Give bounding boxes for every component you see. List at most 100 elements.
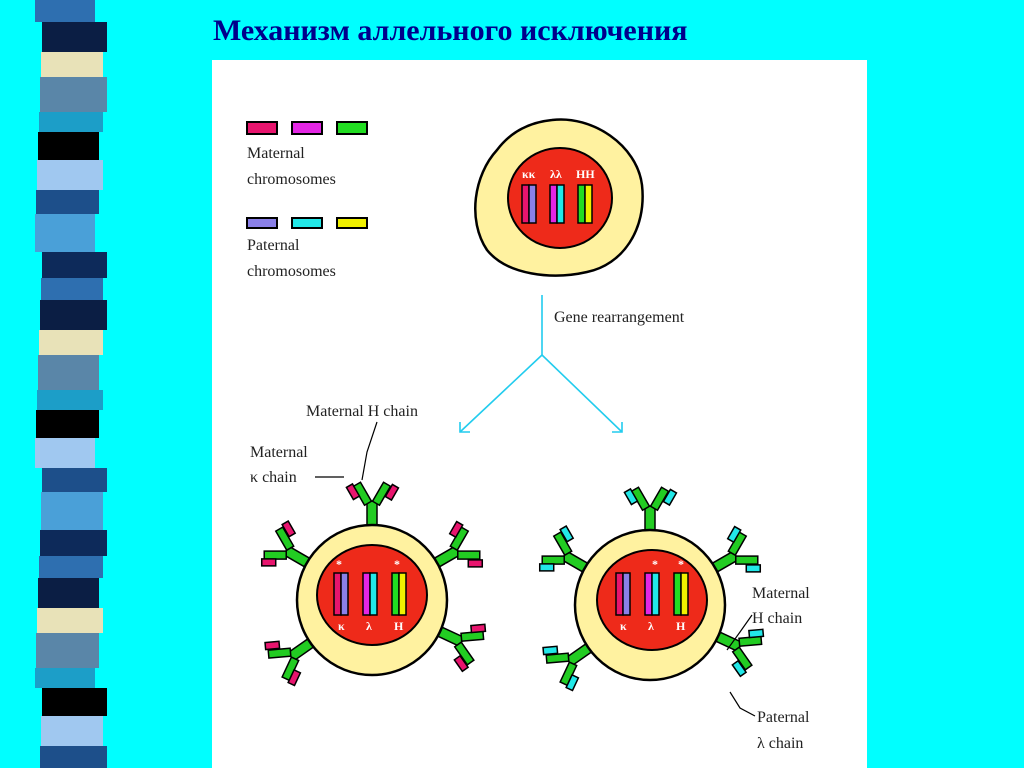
callout-right-lambda-leader: [729, 691, 756, 717]
strip-band: [42, 688, 107, 716]
legend-maternal-swatch-2: [291, 121, 323, 135]
callout-right-paternal: Paternal: [757, 709, 810, 726]
bottom-right-antibody: [623, 486, 678, 533]
figure-panel: Maternal chromosomes Paternal chromosome…: [212, 60, 867, 768]
top-chromosome-lambda-maternal: [549, 184, 558, 224]
strip-band: [35, 0, 95, 22]
callout-maternal-h-chain: Maternal H chain: [306, 403, 418, 420]
top-cell: κκ λλ HH: [474, 118, 644, 277]
bl-chr-lambda-paternal: [369, 572, 378, 616]
bl-chr-kappa-paternal: [340, 572, 349, 616]
legend-maternal-swatch-3: [336, 121, 368, 135]
top-chromosome-kappa-maternal: [521, 184, 530, 224]
legend-paternal-swatch-2: [291, 217, 323, 229]
strip-band: [41, 52, 103, 77]
bottom-right-antibody: [713, 628, 765, 678]
strip-band: [35, 438, 95, 468]
callout-right-maternal: Maternal: [752, 585, 810, 602]
rearrangement-label: Gene rearrangement: [554, 309, 685, 326]
strip-band: [40, 746, 107, 768]
top-chromosome-lambda-paternal: [556, 184, 565, 224]
bottom-right-marker-2: *: [678, 557, 684, 571]
bottom-left-antibody: [345, 481, 400, 528]
bottom-left-antibodies: [260, 481, 487, 687]
bottom-right-antibodies: [538, 486, 765, 692]
top-chromosome-heavy-maternal: [577, 184, 586, 224]
strip-bands: [35, 0, 107, 768]
bottom-right-cell: * * κ λ H: [538, 486, 765, 692]
strip-band: [39, 556, 103, 578]
callout-kappa-chain-label: κ chain: [250, 469, 297, 486]
legend-maternal-swatch-1: [246, 121, 278, 135]
strip-band: [42, 252, 107, 278]
bottom-left-antibody: [264, 636, 317, 687]
bl-chr-heavy-maternal: [391, 572, 400, 616]
bottom-right-marker-1: *: [652, 557, 658, 571]
bottom-right-label-kappa: κ: [620, 619, 627, 633]
decorative-strip: [0, 0, 120, 768]
strip-band: [38, 578, 99, 608]
strip-band: [41, 492, 103, 530]
br-chr-kappa-paternal: [622, 572, 631, 616]
strip-band: [41, 278, 103, 300]
bottom-left-antibody: [260, 520, 313, 569]
top-label-heavy: HH: [576, 167, 595, 181]
bottom-left-label-kappa: κ: [338, 619, 345, 633]
bottom-left-antibody: [435, 623, 487, 673]
strip-band: [40, 530, 107, 556]
strip-band: [41, 716, 103, 746]
callout-right-h-chain: H chain: [752, 610, 802, 627]
strip-band: [40, 77, 107, 112]
br-chr-lambda-maternal: [644, 572, 653, 616]
strip-band: [37, 160, 103, 190]
strip-band: [42, 468, 107, 492]
strip-band: [37, 390, 103, 410]
bottom-right-label-heavy: H: [676, 619, 686, 633]
callout-right-lambda-chain: λ chain: [757, 735, 803, 752]
top-label-lambda: λλ: [550, 167, 562, 181]
strip-band: [42, 22, 107, 52]
bottom-right-antibody: [538, 525, 591, 574]
legend-paternal-label-2: chromosomes: [247, 263, 336, 280]
bottom-left-marker-1: *: [336, 557, 342, 571]
legend-paternal-swatch-3: [336, 217, 368, 229]
legend-paternal-swatch-1: [246, 217, 278, 229]
top-label-kappa: κκ: [522, 167, 536, 181]
legend-maternal-label-2: chromosomes: [247, 171, 336, 188]
strip-band: [36, 190, 99, 214]
strip-band: [40, 300, 107, 330]
strip-band: [39, 112, 103, 132]
br-chr-heavy-maternal: [673, 572, 682, 616]
br-chr-lambda-paternal: [651, 572, 660, 616]
legend: Maternal chromosomes Paternal chromosome…: [246, 121, 368, 280]
strip-band: [38, 355, 99, 390]
bl-chr-lambda-maternal: [362, 572, 371, 616]
strip-band: [39, 330, 103, 355]
bottom-left-cell: * * κ λ H: [260, 481, 487, 687]
allelic-exclusion-diagram: Maternal chromosomes Paternal chromosome…: [246, 118, 810, 752]
strip-band: [35, 214, 95, 252]
rearrangement-arrow: [459, 295, 623, 433]
top-chromosome-kappa-paternal: [528, 184, 537, 224]
callout-right-h-leader: [726, 614, 753, 651]
callout-maternal-label: Maternal: [250, 444, 308, 461]
bottom-left-marker-2: *: [394, 557, 400, 571]
callout-h-leader: [361, 421, 378, 481]
strip-band: [37, 608, 103, 633]
bottom-left-label-heavy: H: [394, 619, 404, 633]
br-chr-heavy-paternal: [680, 572, 689, 616]
legend-maternal-label-1: Maternal: [247, 145, 305, 162]
bl-chr-heavy-paternal: [398, 572, 407, 616]
bottom-left-label-lambda: λ: [366, 619, 372, 633]
slide-title: Механизм аллельного исключения: [213, 14, 688, 47]
strip-band: [38, 132, 99, 160]
br-chr-kappa-maternal: [615, 572, 624, 616]
bottom-right-antibody: [542, 641, 595, 692]
bl-chr-kappa-maternal: [333, 572, 342, 616]
strip-band: [36, 410, 99, 438]
strip-band: [36, 633, 99, 668]
bottom-right-antibody: [709, 525, 762, 574]
strip-band: [35, 668, 95, 688]
bottom-right-label-lambda: λ: [648, 619, 654, 633]
top-chromosome-heavy-paternal: [584, 184, 593, 224]
